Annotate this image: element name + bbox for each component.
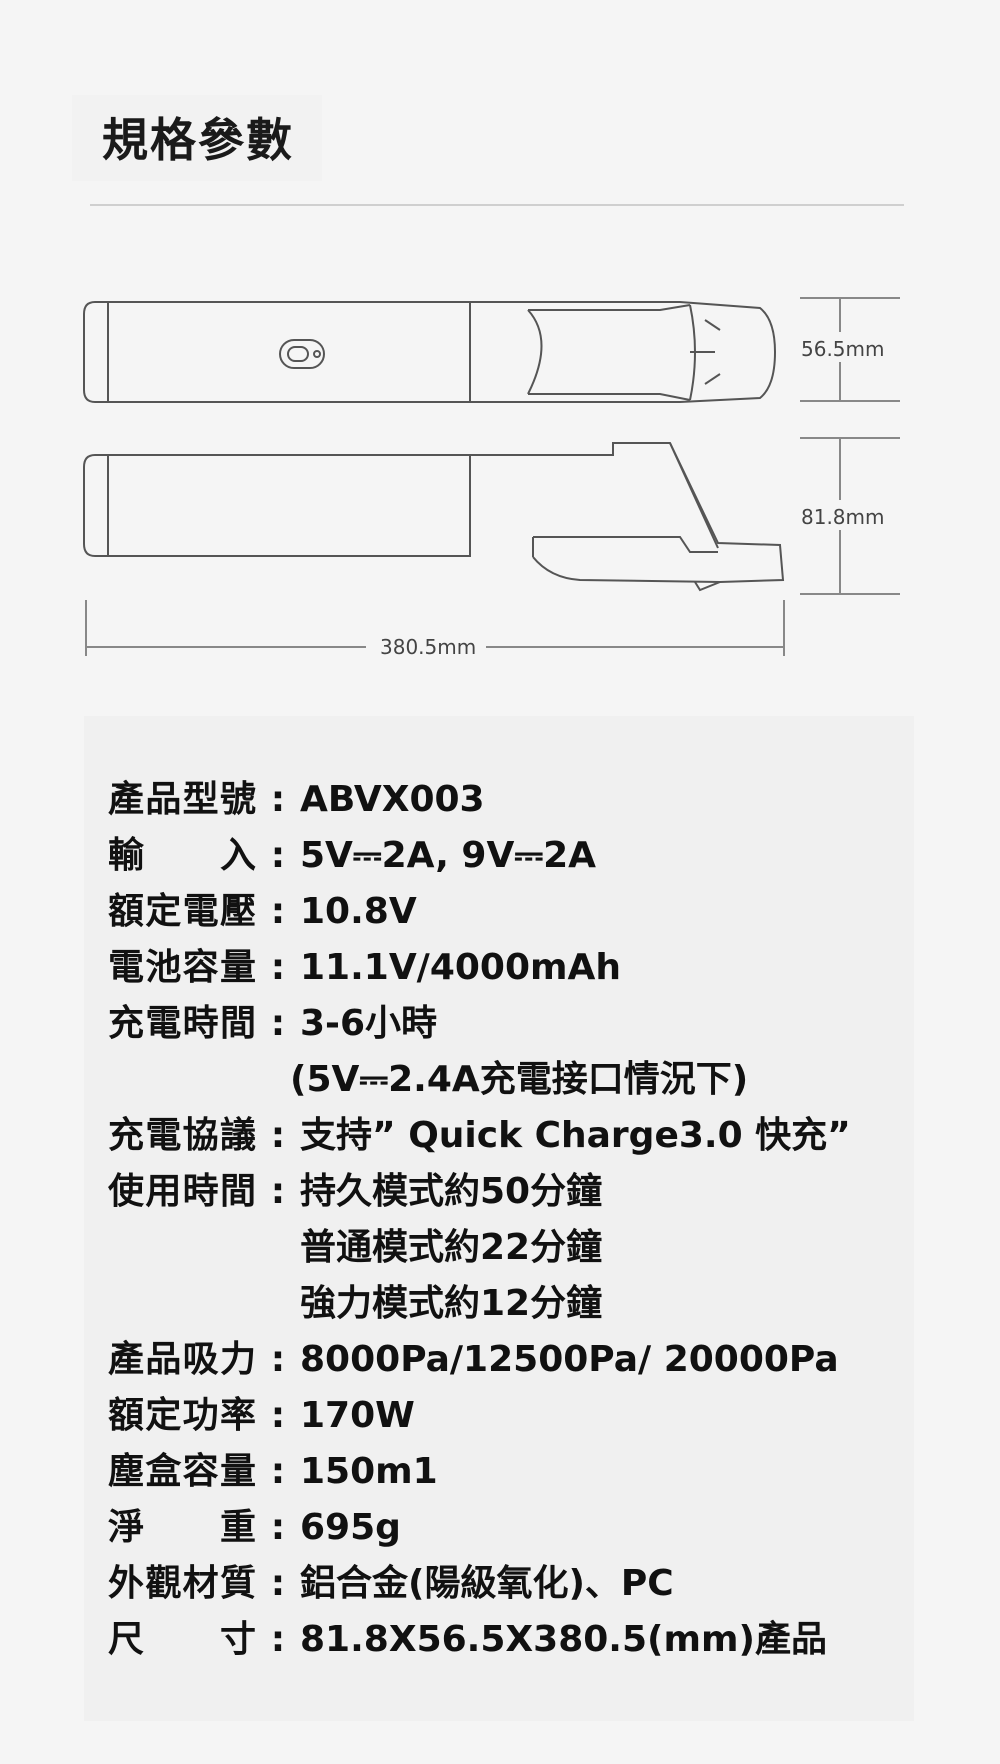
spec-value: 支持” Quick Charge3.0 快充”	[300, 1115, 851, 1156]
spec-label: 充電協議	[108, 1115, 256, 1156]
spec-label: 輸入	[108, 835, 256, 876]
spec-value: 5V⎓2A, 9V⎓2A	[300, 835, 596, 876]
spec-value: 10.8V	[300, 891, 417, 932]
spec-separator: :	[270, 1451, 286, 1492]
spec-row-weight: 淨重 : 695g	[108, 1500, 898, 1556]
spec-separator: :	[270, 947, 286, 988]
height-side-label: 81.8mm	[801, 505, 885, 529]
spec-card	[84, 716, 914, 1721]
spec-row-charge-note: (5V⎓2.4A充電接口情況下)	[108, 1052, 898, 1108]
spec-label: 外觀材質	[108, 1563, 256, 1604]
spec-value: 普通模式約22分鐘	[300, 1227, 603, 1268]
spec-separator: :	[270, 891, 286, 932]
title-background	[72, 95, 322, 181]
spec-label: 充電時間	[108, 1003, 256, 1044]
spec-value: ABVX003	[300, 779, 485, 820]
page-title: 規格參數	[102, 113, 294, 167]
spec-value: 3-6小時	[300, 1003, 438, 1044]
spec-value: 150m1	[300, 1451, 438, 1492]
vacuum-top-view	[83, 301, 777, 403]
spec-row-model: 產品型號 : ABVX003	[108, 772, 898, 828]
spec-row-protocol: 充電協議 : 支持” Quick Charge3.0 快充”	[108, 1108, 898, 1164]
spec-separator: :	[270, 835, 286, 876]
spec-separator: :	[270, 1395, 286, 1436]
spec-separator: :	[270, 1003, 286, 1044]
dimension-lines	[85, 297, 900, 656]
spec-row-size: 尺寸 : 81.8X56.5X380.5(mm)產品	[108, 1612, 898, 1668]
spec-list: 產品型號 : ABVX003 輸入 : 5V⎓2A, 9V⎓2A 額定電壓 : …	[108, 772, 898, 1668]
spec-row-suction: 產品吸力 : 8000Pa/12500Pa/ 20000Pa	[108, 1332, 898, 1388]
spec-value: 鋁合金(陽級氧化)、PC	[300, 1563, 674, 1604]
spec-row-power: 額定功率 : 170W	[108, 1388, 898, 1444]
title-divider	[90, 204, 904, 206]
spec-separator: :	[270, 1563, 286, 1604]
spec-row-voltage: 額定電壓 : 10.8V	[108, 884, 898, 940]
vacuum-side-view	[83, 442, 785, 592]
spec-row-charge-time: 充電時間 : 3-6小時	[108, 996, 898, 1052]
spec-label: 塵盒容量	[108, 1451, 256, 1492]
spec-label: 淨重	[108, 1507, 256, 1548]
spec-row-battery: 電池容量 : 11.1V/4000mAh	[108, 940, 898, 996]
power-button-icon	[279, 339, 325, 369]
spec-separator: :	[270, 1171, 286, 1212]
spec-separator: :	[270, 779, 286, 820]
height-top-label: 56.5mm	[801, 337, 885, 361]
spec-separator: :	[270, 1115, 286, 1156]
spec-label: 電池容量	[108, 947, 256, 988]
spec-row-dust-capacity: 塵盒容量 : 150m1	[108, 1444, 898, 1500]
spec-separator: :	[270, 1619, 286, 1660]
spec-separator: :	[270, 1339, 286, 1380]
spec-row-usage-strong: 強力模式約12分鐘	[108, 1276, 898, 1332]
spec-row-usage-time: 使用時間 : 持久模式約50分鐘	[108, 1164, 898, 1220]
spec-value: 81.8X56.5X380.5(mm)產品	[300, 1619, 827, 1660]
spec-value: (5V⎓2.4A充電接口情況下)	[290, 1059, 749, 1100]
spec-value: 持久模式約50分鐘	[300, 1171, 603, 1212]
spec-row-material: 外觀材質 : 鋁合金(陽級氧化)、PC	[108, 1556, 898, 1612]
spec-value: 695g	[300, 1507, 401, 1548]
spec-label: 產品吸力	[108, 1339, 256, 1380]
spec-value: 11.1V/4000mAh	[300, 947, 622, 988]
spec-value: 強力模式約12分鐘	[300, 1283, 603, 1324]
spec-label: 額定電壓	[108, 891, 256, 932]
spec-label: 產品型號	[108, 779, 256, 820]
spec-value: 170W	[300, 1395, 415, 1436]
spec-label: 額定功率	[108, 1395, 256, 1436]
spec-value: 8000Pa/12500Pa/ 20000Pa	[300, 1339, 839, 1380]
spec-separator: :	[270, 1507, 286, 1548]
spec-label: 尺寸	[108, 1619, 256, 1660]
spec-row-input: 輸入 : 5V⎓2A, 9V⎓2A	[108, 828, 898, 884]
product-dimension-diagram: 56.5mm 81.8mm 380.5mm	[83, 297, 900, 659]
length-label: 380.5mm	[380, 635, 476, 659]
spec-row-usage-normal: 普通模式約22分鐘	[108, 1220, 898, 1276]
spec-label: 使用時間	[108, 1171, 256, 1212]
